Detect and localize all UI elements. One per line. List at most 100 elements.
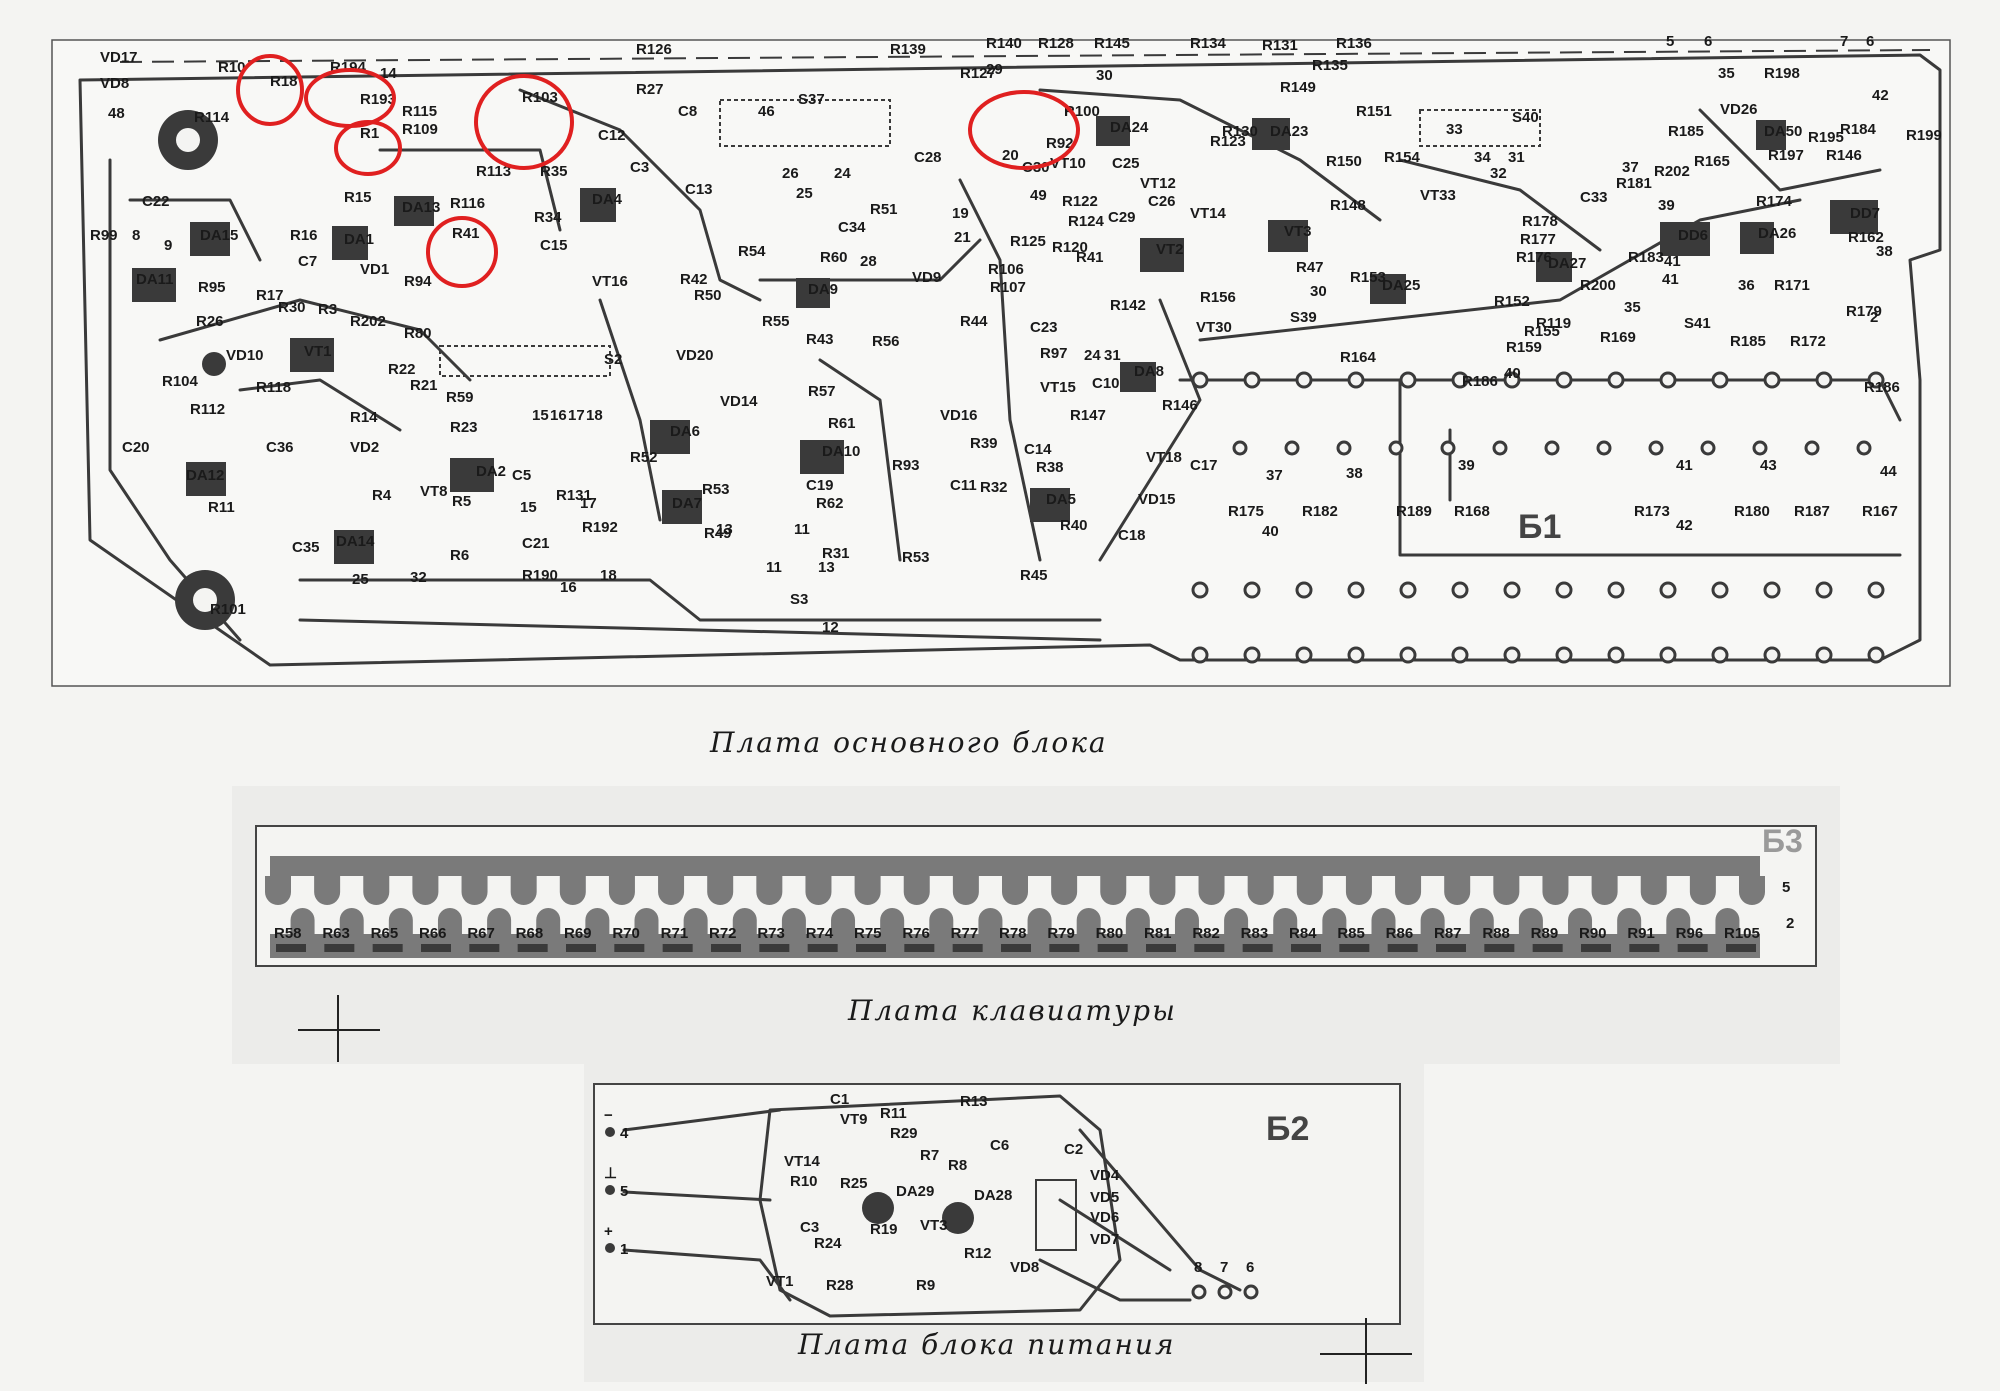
pad — [1451, 581, 1469, 599]
main-label: R171 — [1774, 277, 1810, 294]
main-label: R179 — [1846, 303, 1882, 320]
main-label: R17 — [256, 287, 284, 304]
main-label: 17 — [568, 407, 585, 424]
main-label: R168 — [1454, 503, 1490, 520]
main-label: R99 — [90, 227, 118, 244]
main-label: VD14 — [720, 393, 758, 410]
power-board-caption: Плата блока питания — [797, 1328, 1176, 1361]
main-label: R151 — [1356, 103, 1392, 120]
keyboard-resistor — [1194, 944, 1225, 952]
main-label: 31 — [1508, 149, 1525, 166]
main-label: 26 — [782, 165, 799, 182]
main-label: R56 — [872, 333, 900, 350]
main-label: R198 — [1764, 65, 1800, 82]
main-label: R112 — [190, 401, 225, 418]
keyboard-resistor — [1484, 944, 1515, 952]
power-label: R28 — [826, 1277, 854, 1294]
power-label: R8 — [948, 1157, 967, 1174]
main-label: R140 — [986, 35, 1022, 52]
keyboard-resistor-label: R83 — [1241, 925, 1269, 942]
main-label: R103 — [522, 89, 558, 106]
main-label: 32 — [1490, 165, 1507, 182]
main-label: R21 — [410, 377, 438, 394]
main-label: VT30 — [1196, 319, 1232, 336]
keyboard-resistor-label: R66 — [419, 925, 447, 942]
main-label: 2 — [1870, 309, 1878, 326]
main-label: 38 — [1876, 243, 1893, 260]
main-label: R95 — [198, 279, 226, 296]
keyboard-resistor — [1387, 944, 1418, 952]
main-label: C36 — [266, 439, 294, 456]
main-label: R41 — [452, 225, 480, 242]
main-label: 24 — [834, 165, 851, 182]
main-label: C23 — [1030, 319, 1058, 336]
pad — [1659, 581, 1677, 599]
power-label: R13 — [960, 1093, 988, 1110]
keyboard-resistor-label: R87 — [1434, 925, 1462, 942]
pad — [1815, 371, 1833, 389]
main-label: VD10 — [226, 347, 264, 364]
main-label: R23 — [450, 419, 478, 436]
main-label: VT33 — [1420, 187, 1456, 204]
main-label: DA27 — [1548, 255, 1586, 272]
main-label: VT15 — [1040, 379, 1076, 396]
power-output-pin-label: 7 — [1220, 1259, 1228, 1276]
keyboard-resistor — [1629, 944, 1660, 952]
pad — [1544, 440, 1560, 456]
main-label: R27 — [636, 81, 664, 98]
keyboard-resistor-label: R84 — [1289, 925, 1317, 942]
main-label: R136 — [1336, 35, 1372, 52]
main-label: R202 — [1654, 163, 1690, 180]
main-label: R183 — [1628, 249, 1664, 266]
main-label: VD16 — [940, 407, 978, 424]
main-label: C7 — [298, 253, 317, 270]
main-block-mark: Б1 — [1518, 508, 1561, 546]
main-label: DA12 — [186, 467, 224, 484]
main-label: R3 — [318, 301, 337, 318]
main-label: R41 — [1076, 249, 1104, 266]
main-label: C5 — [512, 467, 531, 484]
main-label: VT2 — [1156, 241, 1184, 258]
keyboard-resistor-label: R70 — [612, 925, 640, 942]
highlight-ring-r92 — [968, 90, 1080, 170]
main-label: R55 — [762, 313, 790, 330]
main-label: C12 — [598, 127, 626, 144]
main-label: R116 — [450, 195, 485, 212]
keyboard-resistor-label: R96 — [1676, 925, 1704, 942]
main-label: 7 — [1840, 33, 1848, 50]
main-label: R44 — [960, 313, 988, 330]
main-label: 25 — [796, 185, 813, 202]
keyboard-resistor — [807, 944, 838, 952]
main-label: R80 — [404, 325, 432, 342]
main-label: R142 — [1110, 297, 1146, 314]
main-label: R173 — [1634, 503, 1670, 520]
pad — [1555, 646, 1573, 664]
main-label: R45 — [1020, 567, 1048, 584]
main-label: DA26 — [1758, 225, 1796, 242]
pad — [1648, 440, 1664, 456]
main-label: R52 — [630, 449, 658, 466]
main-label: R4 — [372, 487, 392, 504]
pad — [1815, 581, 1833, 599]
main-label: 34 — [1474, 149, 1491, 166]
main-label: R131 — [556, 487, 592, 504]
pad — [1399, 581, 1417, 599]
main-label: 40 — [1504, 365, 1521, 382]
pad — [1763, 646, 1781, 664]
main-label: 5 — [1666, 33, 1674, 50]
keyboard-resistor-label: R71 — [661, 925, 689, 942]
pad — [1804, 440, 1820, 456]
power-output-pin — [1217, 1284, 1233, 1300]
main-label: DD7 — [1850, 205, 1880, 222]
main-label: 42 — [1676, 517, 1693, 534]
main-label: VT3 — [1284, 223, 1312, 240]
main-label: DA13 — [402, 199, 440, 216]
main-pad-rows — [1191, 371, 1885, 664]
keyboard-resistor — [469, 944, 500, 952]
main-label: S41 — [1684, 315, 1711, 332]
pad — [1243, 371, 1261, 389]
main-label: R167 — [1862, 503, 1898, 520]
